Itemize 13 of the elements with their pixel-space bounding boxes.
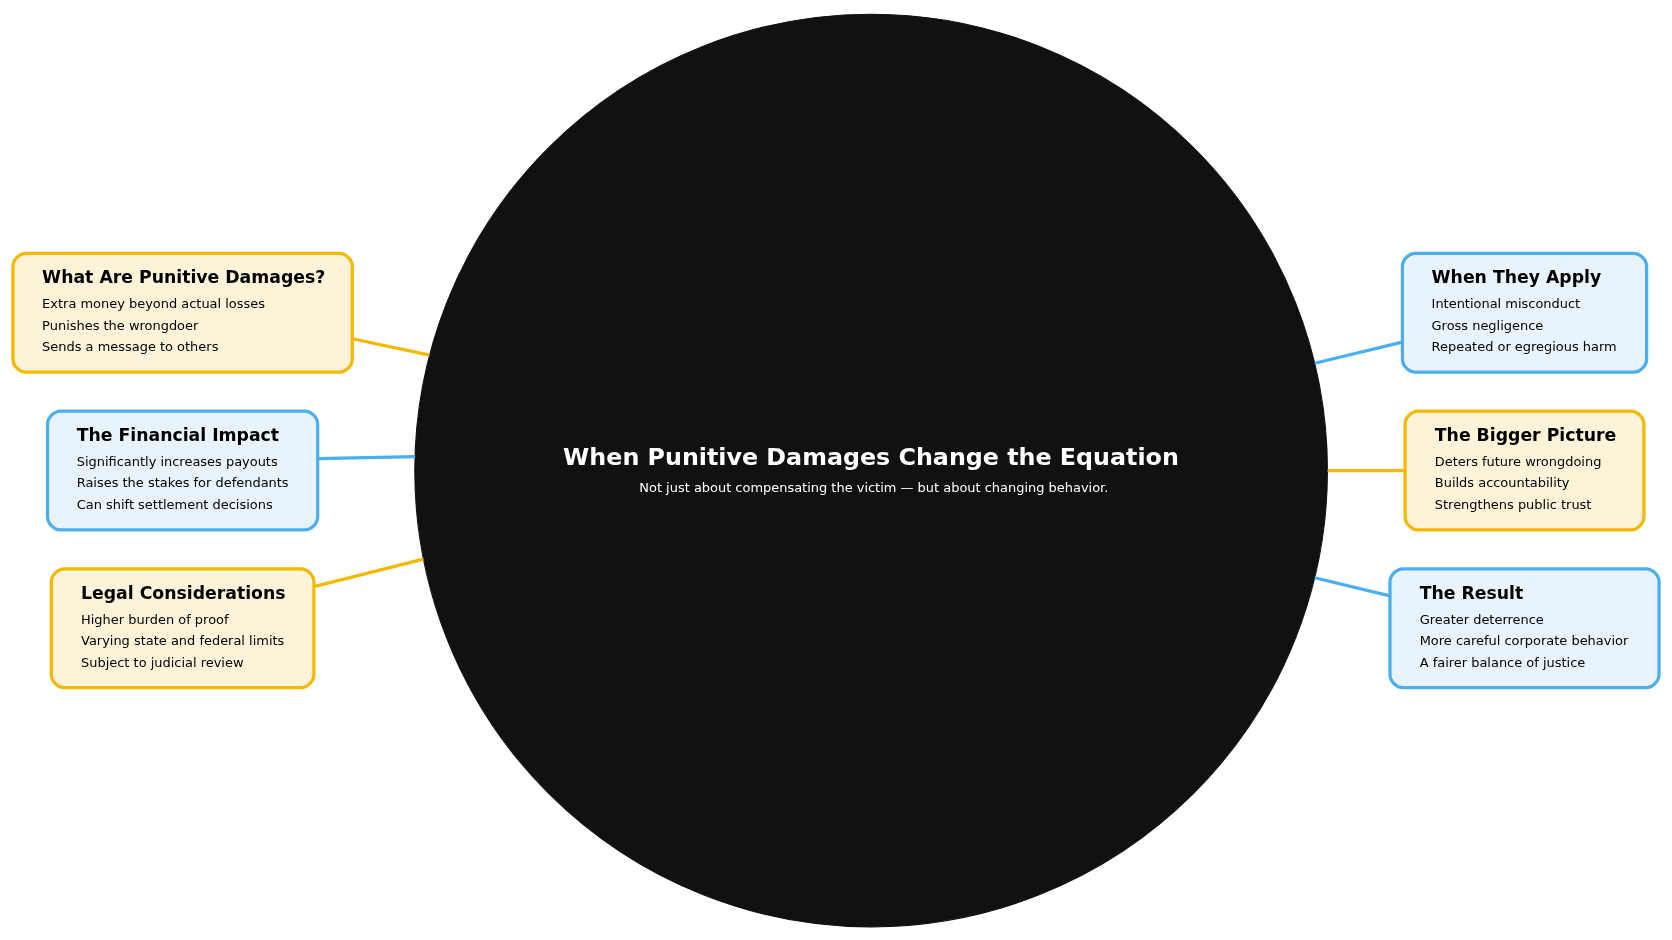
node-circle: When Punitive Damages Change the Equation Not just about compensating the victim — but about changing behavior. [414, 13, 1328, 927]
node-box: The Result Greater deterrence More careful corporate behavior A fairer balance of justice [1388, 566, 1661, 689]
node-box: The Bigger Picture Deters future wrongdoing Builds accountability Strengthens public trust [1403, 408, 1646, 532]
node-box: The Financial Impact Significantly increases payouts Raises the stakes for defendants Can shift settlement decisions [45, 408, 320, 532]
connector [1327, 468, 1405, 472]
connector [318, 454, 416, 460]
connector [1314, 340, 1403, 365]
node-box: When They Apply Intentional misconduct Gross negligence Repeated or egregious harm [1400, 251, 1649, 374]
connector [313, 557, 424, 588]
connector [352, 336, 430, 357]
node-box: Legal Considerations Higher burden of proof Varying state and federal limits Subject to judicial review [49, 566, 316, 689]
node-box: What Are Punitive Damages? Extra money beyond actual losses Punishes the wrongdoer Sends a message to others [11, 251, 354, 374]
connector [1314, 575, 1391, 597]
